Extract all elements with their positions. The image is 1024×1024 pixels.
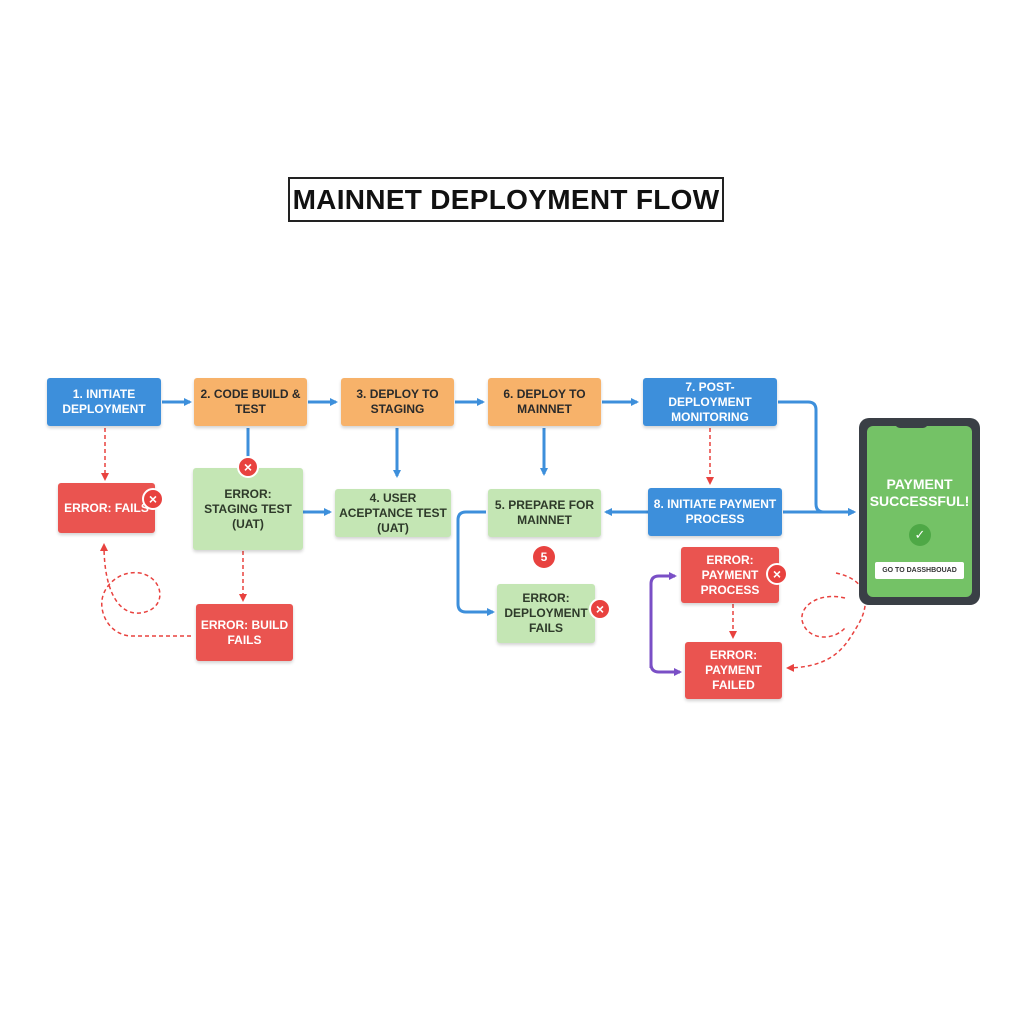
arrow-purple-to-payment-process [649, 572, 677, 668]
node-user-acceptance-test[interactable]: 4. USER ACEPTANCE TEST (UAT) [335, 489, 451, 537]
node-error-fails[interactable]: ERROR: FAILS [58, 483, 155, 533]
node-prepare-mainnet[interactable]: 5. PREPARE FOR MAINNET [488, 489, 601, 537]
node-error-payment-failed[interactable]: ERROR: PAYMENT FAILED [685, 642, 782, 699]
page-title: MAINNET DEPLOYMENT FLOW [288, 177, 724, 222]
node-code-build[interactable]: 2. CODE BUILD & TEST [194, 378, 307, 426]
node-error-deployment-fails[interactable]: ERROR: DEPLOYMENT FAILS [497, 584, 595, 643]
arrow-loop-payment-failed [786, 572, 866, 672]
go-to-dashboard-button[interactable]: GO TO DASSHBOUAD [875, 562, 964, 579]
arrow-7-to-phone [778, 400, 856, 516]
step-number-badge: 5 [533, 546, 555, 568]
close-icon: × [237, 456, 259, 478]
loop-circle-payment [801, 595, 846, 638]
arrow-loop-error-fails [100, 543, 191, 637]
node-post-deployment-monitoring[interactable]: 7. POST-DEPLOYMENT MONITORING [643, 378, 777, 426]
close-icon: × [766, 563, 788, 585]
node-deploy-mainnet[interactable]: 6. DEPLOY TO MAINNET [488, 378, 601, 426]
close-icon: × [142, 488, 164, 510]
node-error-build-fails[interactable]: ERROR: BUILD FAILS [196, 604, 293, 661]
check-icon: ✓ [909, 524, 931, 546]
close-icon: × [589, 598, 611, 620]
node-error-staging-test[interactable]: ERROR: STAGING TEST (UAT) [193, 468, 303, 550]
phone-mockup: PAYMENT SUCCESSFUL! ✓ GO TO DASSHBOUAD [859, 418, 980, 605]
arrow-5-to-error [456, 510, 495, 616]
arrow-purple-to-payment-failed [649, 660, 682, 676]
payment-success-message: PAYMENT SUCCESSFUL! [869, 476, 970, 509]
node-initiate-deployment[interactable]: 1. INITIATE DEPLOYMENT [47, 378, 161, 426]
node-deploy-staging[interactable]: 3. DEPLOY TO STAGING [341, 378, 454, 426]
node-initiate-payment-process[interactable]: 8. INITIATE PAYMENT PROCESS [648, 488, 782, 536]
phone-screen: PAYMENT SUCCESSFUL! ✓ GO TO DASSHBOUAD [867, 426, 972, 597]
node-error-payment-process[interactable]: ERROR: PAYMENT PROCESS [681, 547, 779, 603]
phone-notch [895, 418, 928, 428]
